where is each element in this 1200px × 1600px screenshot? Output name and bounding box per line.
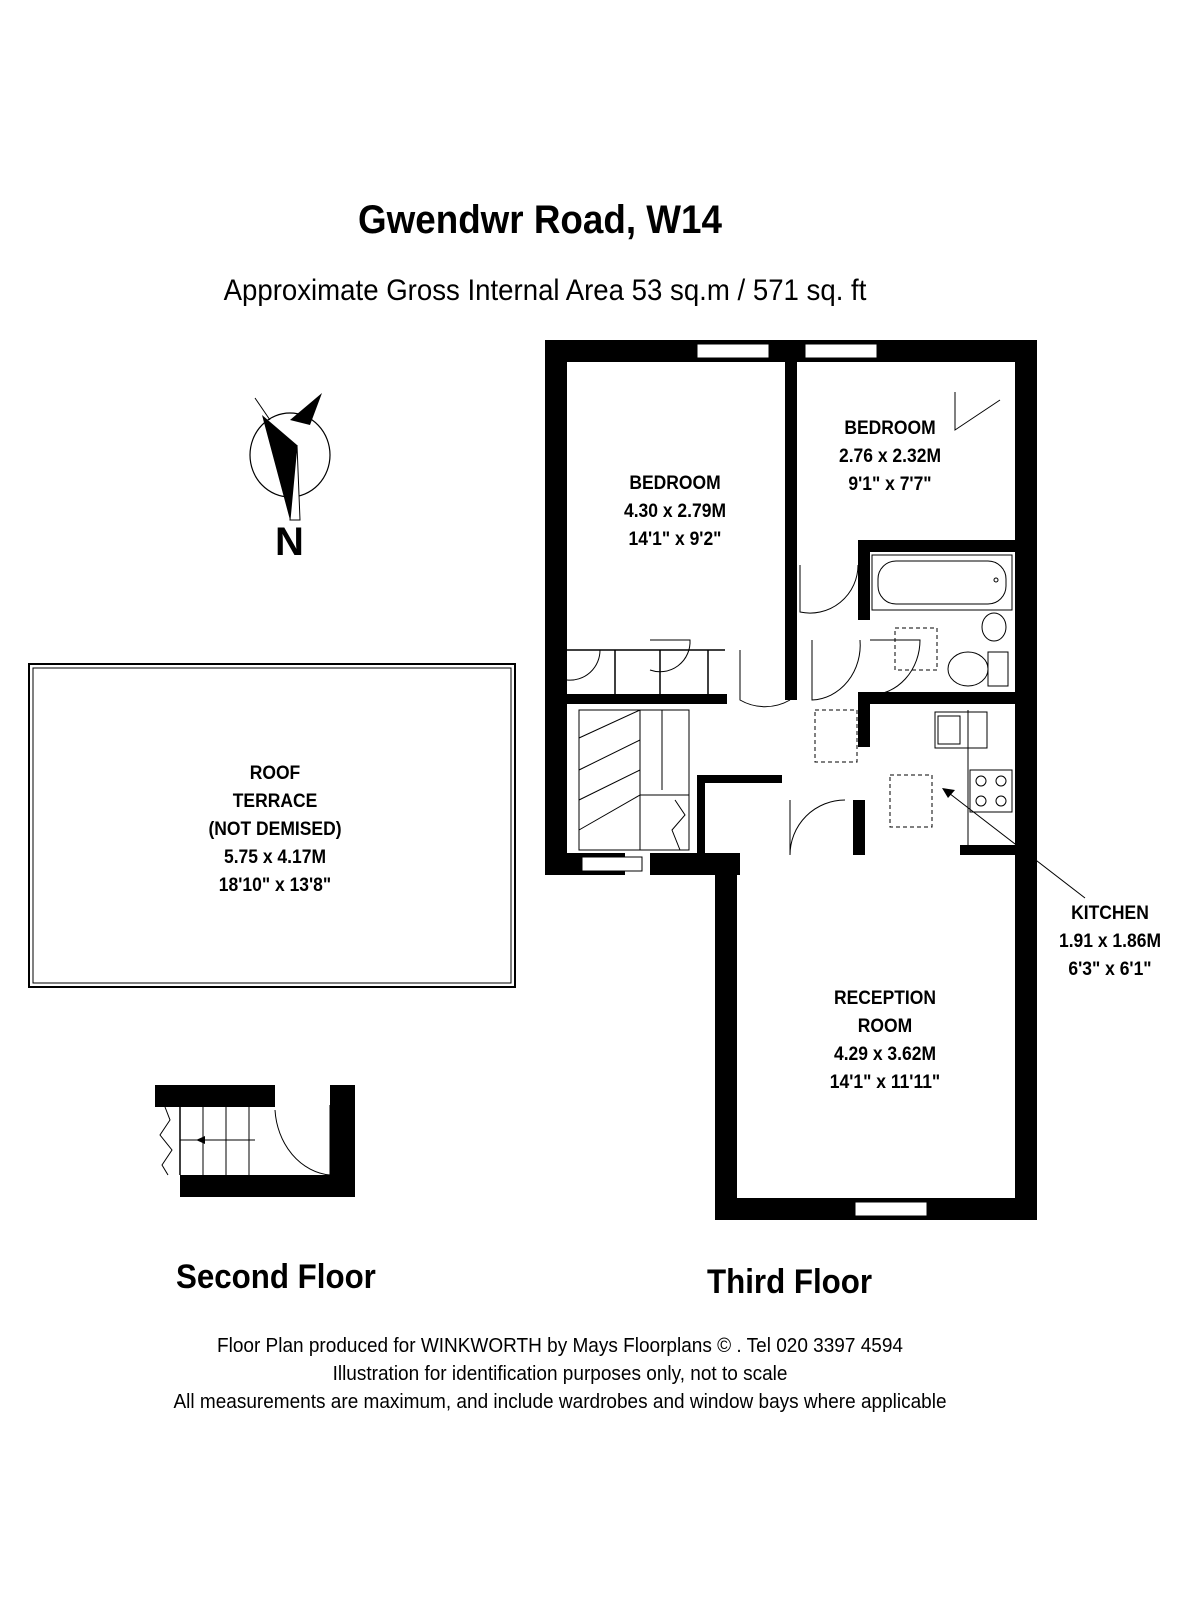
- kitchen-metric: 1.91 x 1.86M: [1058, 931, 1162, 952]
- roof-terrace-line1: ROOF: [249, 763, 301, 784]
- roof-terrace-metric: 5.75 x 4.17M: [223, 847, 327, 868]
- reception-room-label: RECEPTION ROOM 4.29 x 3.62M 14'1" x 11'1…: [798, 985, 973, 1097]
- door-swings: [566, 392, 1001, 856]
- bathroom-fixtures: [871, 554, 1013, 687]
- footer-line-3: All measurements are maximum, and includ…: [173, 1391, 947, 1413]
- third-floor-stairs: [578, 709, 690, 851]
- second-floor-label: Second Floor: [176, 1258, 376, 1296]
- reception-imperial: 14'1" x 11'11": [829, 1072, 941, 1093]
- bedroom-2-label: BEDROOM 2.76 x 2.32M 9'1" x 7'7": [807, 415, 973, 499]
- wardrobes: [567, 649, 725, 694]
- roof-terrace-line2: TERRACE: [232, 791, 318, 812]
- property-title: Gwendwr Road, W14: [358, 198, 722, 242]
- kitchen-fixtures: [889, 710, 1086, 899]
- bedroom-2-metric: 2.76 x 2.32M: [838, 446, 942, 467]
- kitchen-imperial: 6'3" x 6'1": [1068, 959, 1152, 980]
- footer-line-2: Illustration for identification purposes…: [332, 1363, 788, 1385]
- bedroom-1-label: BEDROOM 4.30 x 2.79M 14'1" x 9'2": [592, 470, 758, 554]
- bedroom-2-imperial: 9'1" x 7'7": [848, 474, 932, 495]
- gross-internal-area: Approximate Gross Internal Area 53 sq.m …: [223, 274, 867, 307]
- roof-terrace-line3: (NOT DEMISED): [208, 819, 342, 840]
- bedroom-2-name: BEDROOM: [844, 418, 936, 439]
- windows: [581, 343, 928, 1217]
- kitchen-label: KITCHEN 1.91 x 1.86M 6'3" x 6'1": [1036, 900, 1183, 984]
- north-label: N: [275, 520, 304, 564]
- reception-name-line1: RECEPTION: [833, 988, 936, 1009]
- bedroom-1-name: BEDROOM: [629, 473, 721, 494]
- reception-name-line2: ROOM: [857, 1016, 913, 1037]
- bedroom-1-metric: 4.30 x 2.79M: [623, 501, 727, 522]
- footer-line-1: Floor Plan produced for WINKWORTH by May…: [216, 1335, 903, 1357]
- compass-icon: [249, 393, 331, 521]
- roof-terrace-label: ROOF TERRACE (NOT DEMISED) 5.75 x 4.17M …: [188, 760, 363, 900]
- roof-terrace-outline: [28, 663, 516, 988]
- footer-notes: Floor Plan produced for WINKWORTH by May…: [28, 1332, 1092, 1416]
- second-floor-stair-plan: [155, 1085, 355, 1197]
- reception-metric: 4.29 x 3.62M: [833, 1044, 937, 1065]
- kitchen-name: KITCHEN: [1071, 903, 1149, 924]
- bedroom-1-imperial: 14'1" x 9'2": [628, 529, 722, 550]
- roof-terrace-imperial: 18'10" x 13'8": [218, 875, 332, 896]
- third-floor-label: Third Floor: [707, 1263, 873, 1301]
